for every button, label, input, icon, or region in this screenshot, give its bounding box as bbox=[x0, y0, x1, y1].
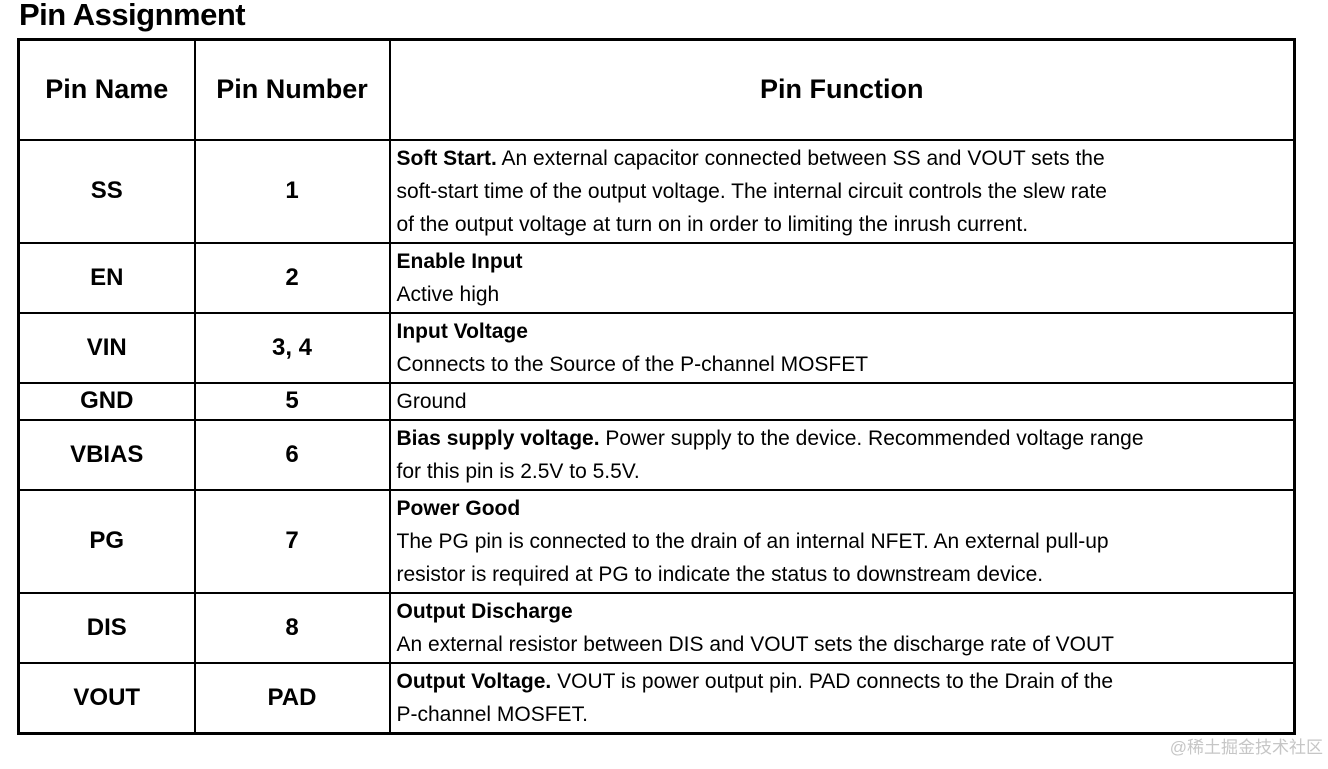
pin-name-cell: DIS bbox=[17, 591, 196, 664]
pin-number-cell: 7 bbox=[193, 488, 391, 594]
pin-number-cell: 1 bbox=[193, 138, 391, 244]
pin-name-cell: SS bbox=[17, 138, 196, 244]
function-text: The PG pin is connected to the drain of … bbox=[396, 529, 1109, 586]
function-lead: Output Discharge bbox=[396, 599, 573, 623]
function-text: An external resistor between DIS and VOU… bbox=[396, 632, 1114, 656]
function-lead: Power Good bbox=[396, 496, 521, 520]
pin-number-cell: 8 bbox=[193, 591, 391, 664]
page-title: Pin Assignment bbox=[19, 0, 246, 32]
pin-name-cell: VIN bbox=[17, 311, 196, 384]
pin-function-cell: Soft Start. An external capacitor connec… bbox=[388, 138, 1296, 244]
table-row-gnd: GND 5 Ground bbox=[17, 381, 1296, 421]
pin-name-cell: VOUT bbox=[17, 661, 196, 734]
table-header-row: Pin Name Pin Number Pin Function bbox=[17, 38, 1296, 141]
function-lead: Input Voltage bbox=[396, 319, 528, 343]
pin-assignment-table: Pin Name Pin Number Pin Function SS 1 So… bbox=[17, 38, 1296, 735]
function-text: Connects to the Source of the P-channel … bbox=[396, 352, 869, 376]
function-lead: Enable Input bbox=[396, 249, 523, 273]
column-header-pin-number: Pin Number bbox=[193, 38, 391, 141]
pin-name-cell: EN bbox=[17, 241, 196, 314]
table-row-dis: DIS 8 Output Discharge An external resist… bbox=[17, 591, 1296, 664]
function-text: VOUT is power output pin. PAD connects t… bbox=[396, 669, 1114, 726]
table-row-ss: SS 1 Soft Start. An external capacitor c… bbox=[17, 138, 1296, 244]
pin-function-cell: Output Discharge An external resistor bet… bbox=[388, 591, 1296, 664]
pin-number-cell: 6 bbox=[193, 418, 391, 491]
function-lead: Bias supply voltage. bbox=[396, 426, 600, 450]
function-lead: Soft Start. bbox=[396, 146, 497, 170]
table-row-vbias: VBIAS 6 Bias supply voltage. Power suppl… bbox=[17, 418, 1296, 491]
watermark: @稀土掘金技术社区 bbox=[1169, 738, 1323, 757]
pin-name-cell: VBIAS bbox=[17, 418, 196, 491]
function-text: Power supply to the device. Recommended … bbox=[396, 426, 1144, 483]
pin-name-cell: PG bbox=[17, 488, 196, 594]
pin-name-cell: GND bbox=[17, 381, 196, 421]
pin-number-cell: 3, 4 bbox=[193, 311, 391, 384]
function-text: An external capacitor connected between … bbox=[396, 146, 1107, 236]
function-text: Active high bbox=[396, 282, 500, 306]
function-lead: Output Voltage. bbox=[396, 669, 552, 693]
column-header-pin-name: Pin Name bbox=[17, 38, 196, 141]
pin-function-cell: Bias supply voltage. Power supply to the… bbox=[388, 418, 1296, 491]
pin-number-cell: 5 bbox=[193, 381, 391, 421]
function-text: Ground bbox=[396, 389, 467, 413]
column-header-pin-function: Pin Function bbox=[388, 38, 1296, 141]
table-row-vout: VOUT PAD Output Voltage. VOUT is power o… bbox=[17, 661, 1296, 734]
pin-function-cell: Ground bbox=[388, 381, 1296, 421]
pin-function-cell: Output Voltage. VOUT is power output pin… bbox=[388, 661, 1296, 734]
pin-number-cell: 2 bbox=[193, 241, 391, 314]
pin-number-cell: PAD bbox=[193, 661, 391, 734]
